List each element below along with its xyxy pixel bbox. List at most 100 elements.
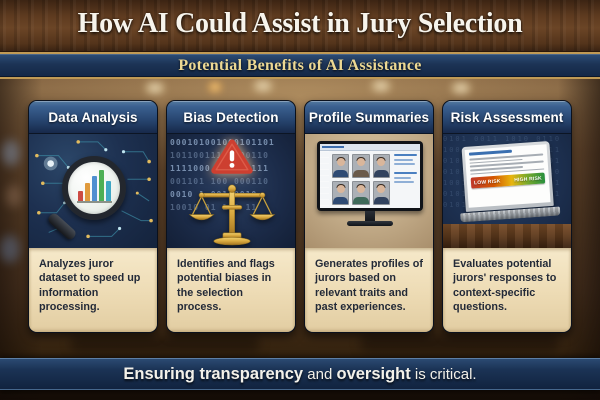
chandelier-light: [448, 82, 474, 94]
chart-bar: [98, 169, 104, 201]
juror-headshot: [352, 181, 370, 205]
bench-blur: [70, 336, 260, 352]
report-document: LOW RISK HIGH RISK: [464, 144, 551, 208]
footer-message: Ensuring transparency and oversight is c…: [123, 365, 476, 384]
card-data-analysis: Data Analysis: [28, 100, 158, 333]
card-text-panel: Evaluates potential jurors' responses to…: [443, 248, 571, 332]
data-analysis-illustration: [29, 134, 157, 248]
juror-photo-grid: [329, 151, 393, 208]
chart-bar: [91, 176, 97, 201]
footer-segment: is critical.: [410, 365, 477, 383]
juror-headshot: [332, 181, 350, 205]
bias-detection-illustration: 000101001000101101 101100111 1000110 111…: [167, 134, 295, 248]
binary-row: 10010 01 100 11: [170, 203, 258, 212]
jury-figure-blur: [0, 235, 20, 263]
card-title: Bias Detection: [183, 109, 279, 125]
app-sidebar: [320, 151, 329, 208]
warning-triangle-icon: [211, 139, 253, 174]
monitor-icon: [317, 141, 423, 226]
card-description: Identifies and flags potential biases in…: [177, 258, 275, 313]
chandelier-light: [250, 80, 276, 92]
face: [377, 185, 386, 193]
subtitle-banner: Potential Benefits of AI Assistance: [0, 52, 600, 79]
card-bias-detection: Bias Detection 000101001000101101 101100…: [166, 100, 296, 333]
profile-summaries-illustration: [305, 134, 433, 248]
card-risk-assessment: Risk Assessment 0101 0011 1010 0110 1001…: [442, 100, 572, 333]
shirt: [333, 170, 349, 177]
card-description: Analyzes juror dataset to speed up infor…: [39, 258, 141, 313]
card-header: Risk Assessment: [443, 101, 571, 134]
chart-bar: [77, 191, 83, 201]
monitor-base: [347, 221, 393, 226]
chandelier-light: [142, 82, 168, 94]
card-header: Profile Summaries: [305, 101, 433, 134]
page-title: How AI Could Assist in Jury Selection: [77, 8, 523, 39]
wooden-desk: [443, 224, 571, 248]
bar-chart-icon: [76, 169, 112, 203]
card-title: Risk Assessment: [450, 109, 564, 125]
benefit-cards-row: Data Analysis: [28, 100, 572, 333]
juror-headshot: [372, 154, 390, 178]
risk-assessment-illustration: 0101 0011 1010 0110 1001 0101 1100 0011 …: [443, 134, 571, 248]
card-description: Generates profiles of jurors based on re…: [315, 258, 424, 313]
footer-segment: and: [303, 365, 337, 383]
magnifier-lens: [62, 156, 126, 220]
wood-header-band: [0, 0, 600, 52]
card-title: Data Analysis: [48, 109, 138, 125]
chart-bar: [105, 181, 111, 201]
scales-of-justice-icon: [188, 184, 276, 246]
chandelier-light: [368, 80, 394, 92]
note-line: [394, 154, 417, 156]
card-text-panel: Identifies and flags potential biases in…: [167, 248, 295, 332]
jury-figure-blur: [6, 185, 22, 207]
shirt: [353, 197, 369, 204]
low-risk-label: LOW RISK: [473, 178, 501, 187]
face: [336, 185, 345, 193]
juror-headshot: [332, 154, 350, 178]
laptop-screen: LOW RISK HIGH RISK: [461, 141, 554, 213]
binary-row: 001101 100 000110: [170, 177, 269, 186]
card-title: Profile Summaries: [308, 109, 430, 125]
card-text-panel: Analyzes juror dataset to speed up infor…: [29, 248, 157, 332]
card-profile-summaries: Profile Summaries: [304, 100, 434, 333]
face: [377, 158, 386, 166]
note-line: [394, 172, 417, 174]
face: [356, 185, 365, 193]
circuit-board-icon: [35, 140, 153, 239]
card-header: Data Analysis: [29, 101, 157, 134]
chart-bar: [84, 183, 90, 201]
shirt: [373, 170, 389, 177]
profile-notes-column: [393, 151, 420, 208]
card-text-panel: Generates profiles of jurors based on re…: [305, 248, 433, 332]
ceiling-light: [208, 82, 222, 92]
app-body: [320, 151, 420, 208]
note-line: [394, 158, 413, 161]
bench-blur: [360, 334, 560, 352]
risk-scale-bar: LOW RISK HIGH RISK: [470, 172, 546, 189]
monitor-bezel: [317, 141, 423, 211]
face: [336, 158, 345, 166]
shirt: [353, 170, 369, 177]
monitor-stand: [365, 211, 375, 221]
juror-headshot: [372, 181, 390, 205]
monitor-screen: [320, 144, 420, 208]
document-heading-line: [468, 149, 512, 156]
note-line: [394, 163, 416, 165]
card-description: Evaluates potential jurors' responses to…: [453, 258, 557, 313]
shirt: [373, 197, 389, 204]
high-risk-label: HIGH RISK: [514, 175, 543, 184]
titlebar-text-line: [322, 146, 344, 148]
laptop-icon: LOW RISK HIGH RISK: [456, 141, 561, 223]
note-line: [394, 176, 412, 179]
app-titlebar: [320, 144, 420, 151]
face: [356, 158, 365, 166]
card-header: Bias Detection: [167, 101, 295, 134]
magnifying-glass-icon: [46, 156, 126, 242]
juror-headshot: [352, 154, 370, 178]
subtitle-text: Potential Benefits of AI Assistance: [178, 56, 422, 74]
jury-figure-blur: [2, 140, 20, 166]
note-line: [394, 181, 415, 183]
note-gap: [394, 168, 417, 170]
binary-row: 101100111 1000110: [170, 151, 269, 160]
